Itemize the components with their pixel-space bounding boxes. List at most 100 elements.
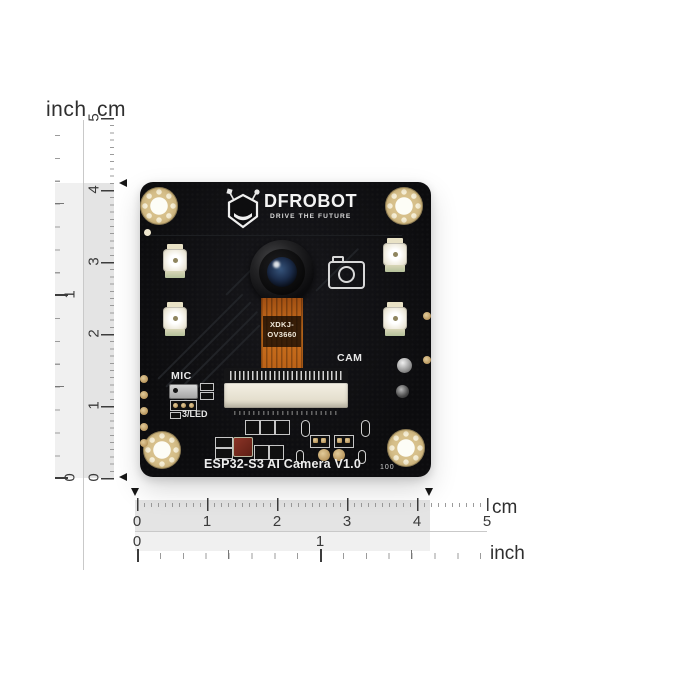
pcb-trace [150,235,402,236]
edge-pad [140,407,148,415]
fpc-connector-body [224,383,348,408]
test-pad [358,450,366,464]
gold-pad [189,403,194,408]
white-led [163,244,187,278]
left-ruler-divider [83,120,84,570]
smd-component [215,448,233,459]
left-ruler-inch-half-tick [55,203,64,205]
white-led [163,302,187,336]
bottom-ruler-inch-half-tick [411,550,413,559]
board-right-edge-marker-icon [425,488,433,496]
test-pad [301,420,310,437]
mounting-hole-top-right [385,187,423,225]
smd-component [215,437,233,448]
edge-pad [140,423,148,431]
pad-header-3pin [170,400,197,411]
led-silkscreen-label: 3/LED [182,409,208,419]
led-silkscreen-icon [170,412,181,419]
left-ruler-cm-major-ticks [101,118,114,480]
mounting-hole-bottom-left [143,431,181,469]
bottom-ruler-inch-label: inch [490,543,525,564]
left-ruler-inch-minor-ticks [55,135,60,480]
edge-pad [140,439,148,447]
jumper-block [254,445,269,460]
microphone-component [169,384,198,399]
left-ruler-cm-number: 0 [85,473,103,482]
gold-pad [337,438,342,443]
bottom-ruler-cm-label: cm [492,497,518,518]
jumper-block [245,420,260,435]
left-ruler-inch-major-tick [55,477,68,479]
board-top-edge-marker-icon [119,179,127,187]
gold-pad [345,438,350,443]
cam-silkscreen-label: CAM [337,352,363,364]
edge-pad [423,312,431,320]
bottom-ruler-inch-half-tick [228,550,230,559]
left-ruler-inch-number: 0 [61,473,79,482]
gold-pad [313,438,318,443]
fpc-connector-solder-pads [234,411,338,415]
bottom-ruler-inch-highlight [135,531,430,551]
gold-pad [173,403,178,408]
left-ruler-inch-label: inch [46,98,87,121]
gold-pad [181,403,186,408]
mounting-hole-top-left [140,187,178,225]
edge-pad [423,356,431,364]
white-led [383,238,407,272]
left-ruler-inch-half-tick [55,386,64,388]
gold-pad-large [318,449,330,461]
camera-silkscreen-icon [328,261,365,289]
left-ruler-inch-number: 1 [61,290,79,299]
bottom-ruler-inch-minor-ticks [137,553,484,559]
white-led [383,302,407,336]
jumper-block [260,420,275,435]
fpc-connector-pins [230,371,342,380]
bottom-ruler-inch-major-tick [320,549,322,562]
pad-header-2pin [310,435,330,448]
bottom-ruler-cm-number: 2 [272,513,282,530]
camera-module-label-line2: OV3660 [267,330,297,340]
board-title: ESP32-S3 AI Camera V1.0 [204,457,361,471]
gold-pad-large [333,449,345,461]
pad-header-2pin [334,435,354,448]
status-led [396,385,409,398]
bottom-ruler-cm-major-ticks [137,498,489,511]
test-pad [361,420,370,437]
bottom-ruler-cm-number: 4 [412,513,422,530]
mic-silkscreen-label: MIC [171,370,192,382]
bottom-ruler-cm-number: 1 [202,513,212,530]
brand-tagline: DRIVE THE FUTURE [270,213,352,220]
left-ruler-cm-number: 4 [85,185,103,194]
edge-pad [140,391,148,399]
bottom-ruler-inch-major-tick [137,549,139,562]
microphone-port [173,388,178,393]
left-ruler-cm-number: 1 [85,401,103,410]
camera-module-label-line1: XDKJ- [269,320,294,329]
esp32-s3-ai-camera-board: DFROBOT DRIVE THE FUTURE XDKJ- OV3660 CA… [140,182,431,477]
left-ruler-cm-label: cm [97,98,126,121]
left-ruler-cm-number: 5 [85,113,103,122]
jumper-block [275,420,290,435]
dfrobot-logo-icon [226,188,260,229]
fiducial-dot [144,229,151,236]
sensor-ic [233,437,253,457]
smd-component [200,383,214,391]
bottom-ruler-divider [135,531,487,532]
left-ruler-cm-number: 3 [85,257,103,266]
camera-lens-glass [267,257,297,287]
camera-module-label: XDKJ- OV3660 [263,316,301,347]
bottom-ruler-inch-number: 1 [315,533,325,550]
bottom-ruler-cm-number: 5 [482,513,492,530]
board-code: 100 [380,464,395,471]
smd-component [200,392,214,400]
left-ruler-cm-number: 2 [85,329,103,338]
camera-silkscreen-icon-flash [332,256,344,263]
board-bottom-edge-marker-icon [119,473,127,481]
edge-pad [140,375,148,383]
mounting-hole-bottom-right [387,429,425,467]
bottom-ruler-inch-number: 0 [132,533,142,550]
jumper-block [269,445,284,460]
camera-silkscreen-icon-lens [338,266,355,283]
bottom-ruler-cm-number: 3 [342,513,352,530]
